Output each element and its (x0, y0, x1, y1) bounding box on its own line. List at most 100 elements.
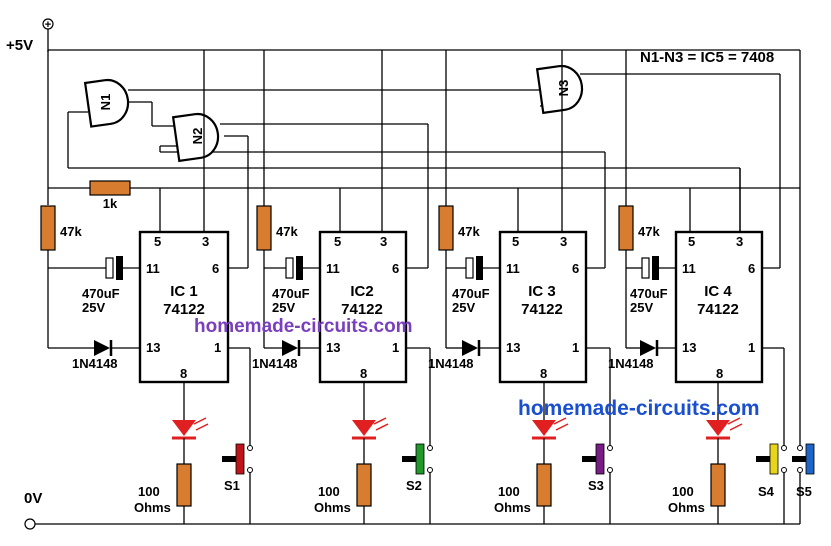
diode-4 (640, 340, 659, 356)
switch-s3[interactable] (582, 443, 613, 475)
led-resistor-value-3: 100 (498, 484, 520, 499)
ic2-part: 74122 (341, 301, 383, 318)
capacitor-1 (105, 256, 123, 280)
ic3-pin3: 3 (560, 234, 567, 249)
timing-resistor-4 (618, 205, 634, 251)
ground-label: 0V (24, 490, 42, 507)
timing-resistor-label-2: 47k (276, 224, 298, 239)
led-resistor-unit-3: Ohms (494, 500, 531, 515)
led-resistor-4 (710, 463, 726, 507)
ic2-pin1: 1 (392, 340, 399, 355)
ic2-pin6: 6 (392, 261, 399, 276)
stage-4: 47k 470uF 25V 1N4148 5 3 11 6 IC 4 74122… (608, 50, 787, 524)
ic1-pin3: 3 (202, 234, 209, 249)
diode-3 (462, 340, 481, 356)
ic2-pin3: 3 (380, 234, 387, 249)
ic3-pin5: 5 (512, 234, 519, 249)
led-resistor-1 (176, 463, 192, 507)
led-resistor-unit-2: Ohms (314, 500, 351, 515)
timing-resistor-label-3: 47k (458, 224, 480, 239)
gate-feedback-wiring (67, 73, 781, 268)
switch-s2-label: S2 (406, 478, 422, 493)
ic3-pin6: 6 (572, 261, 579, 276)
switch-s5-group: S5 (690, 50, 815, 524)
watermark-1: homemade-circuits.com (194, 316, 413, 337)
gate-ic-note: N1-N3 = IC5 = 7408 (640, 49, 774, 66)
gate-n3: N3 (535, 64, 584, 115)
switch-s4-label: S4 (758, 484, 775, 499)
cap-voltage-3: 25V (452, 300, 475, 315)
cap-value-4: 470uF (630, 286, 668, 301)
switch-s2[interactable] (402, 443, 433, 475)
timing-resistor-1 (40, 205, 56, 251)
ic4-pin5: 5 (688, 234, 695, 249)
ic3-part: 74122 (521, 301, 563, 318)
ic3-pin8: 8 (540, 366, 547, 381)
chain-resistor: 1k (48, 180, 690, 211)
timing-resistor-label-4: 47k (638, 224, 660, 239)
led-2 (352, 417, 389, 440)
diode-label-3: 1N4148 (428, 356, 474, 371)
diode-2 (282, 340, 301, 356)
ic3-pin13: 13 (506, 340, 520, 355)
ic3-pin11: 11 (506, 261, 520, 276)
led-resistor-value-4: 100 (672, 484, 694, 499)
led-1 (172, 417, 209, 440)
stage-1: 47k 470uF 25V 1N4148 5 3 11 6 IC 1 74122… (40, 50, 253, 524)
switch-s3-label: S3 (588, 478, 604, 493)
ic4-name: IC 4 (704, 283, 732, 300)
gate-n1: N1 (83, 78, 130, 128)
watermark-2: homemade-circuits.com (518, 397, 760, 420)
ic2-pin5: 5 (334, 234, 341, 249)
ic-3 (498, 230, 588, 384)
switch-s4[interactable] (756, 443, 787, 475)
chain-resistor-label: 1k (103, 196, 118, 211)
ic4-pin6: 6 (748, 261, 755, 276)
cap-value-3: 470uF (452, 286, 490, 301)
timing-resistor-3 (438, 205, 454, 251)
cap-value-1: 470uF (82, 286, 120, 301)
led-3 (532, 417, 569, 440)
switch-s5[interactable] (792, 443, 815, 475)
supply-wiring (30, 28, 800, 525)
ic-4 (674, 230, 764, 384)
switch-s1-label: S1 (224, 478, 240, 493)
timing-resistor-label-1: 47k (60, 224, 82, 239)
ic2-pin11: 11 (326, 261, 340, 276)
ic4-pin1: 1 (748, 340, 755, 355)
capacitor-4 (641, 256, 659, 280)
ic2-name: IC2 (350, 283, 373, 300)
ic1-pin8: 8 (180, 366, 187, 381)
ic1-pin13: 13 (146, 340, 160, 355)
vplus-symbol: + (45, 19, 51, 31)
cap-voltage-4: 25V (630, 300, 653, 315)
diode-label-1: 1N4148 (72, 356, 118, 371)
led-4 (706, 417, 743, 440)
ic1-pin6: 6 (212, 261, 219, 276)
led-resistor-2 (356, 463, 372, 507)
switch-s5-label: S5 (796, 484, 812, 499)
ic4-pin3: 3 (736, 234, 743, 249)
led-resistor-unit-4: Ohms (668, 500, 705, 515)
diode-1 (94, 340, 113, 356)
stage-3: 47k 470uF 25V 1N4148 5 3 11 6 IC 3 74122… (428, 50, 613, 524)
vplus-label: +5V (6, 37, 33, 54)
ic1-pin11: 11 (146, 261, 160, 276)
ic1-name: IC 1 (170, 283, 198, 300)
ic4-part: 74122 (697, 301, 739, 318)
capacitor-2 (285, 256, 303, 280)
ic3-name: IC 3 (528, 283, 556, 300)
gate-n2: N2 (171, 112, 220, 163)
ic2-pin13: 13 (326, 340, 340, 355)
led-resistor-unit-1: Ohms (134, 500, 171, 515)
capacitor-3 (465, 256, 483, 280)
ic2-pin8: 8 (360, 366, 367, 381)
diode-label-4: 1N4148 (608, 356, 654, 371)
cap-value-2: 470uF (272, 286, 310, 301)
led-resistor-3 (536, 463, 552, 507)
ic4-pin11: 11 (682, 261, 696, 276)
vplus-terminal: + (42, 18, 54, 31)
switch-s1[interactable] (222, 443, 253, 475)
ground-terminal (24, 518, 36, 530)
